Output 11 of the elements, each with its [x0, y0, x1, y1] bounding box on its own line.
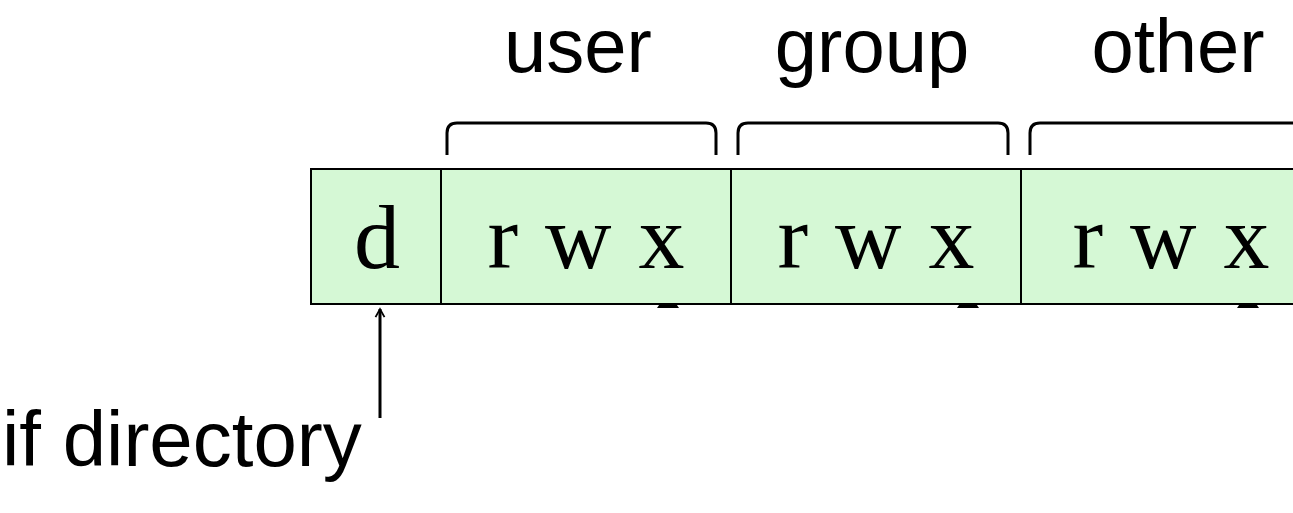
permission-field	[1020, 168, 1293, 305]
permission-letters: r w x	[777, 190, 975, 283]
permission-field	[440, 168, 730, 305]
permission-letters: r w x	[487, 190, 685, 283]
permission-letters: d	[354, 190, 400, 283]
group-label: other	[1091, 8, 1265, 84]
permission-letters: r w x	[1072, 190, 1270, 283]
permission-field	[730, 168, 1020, 305]
permission-field	[310, 168, 442, 305]
arrow	[374, 308, 386, 418]
group-label: user	[504, 8, 652, 84]
